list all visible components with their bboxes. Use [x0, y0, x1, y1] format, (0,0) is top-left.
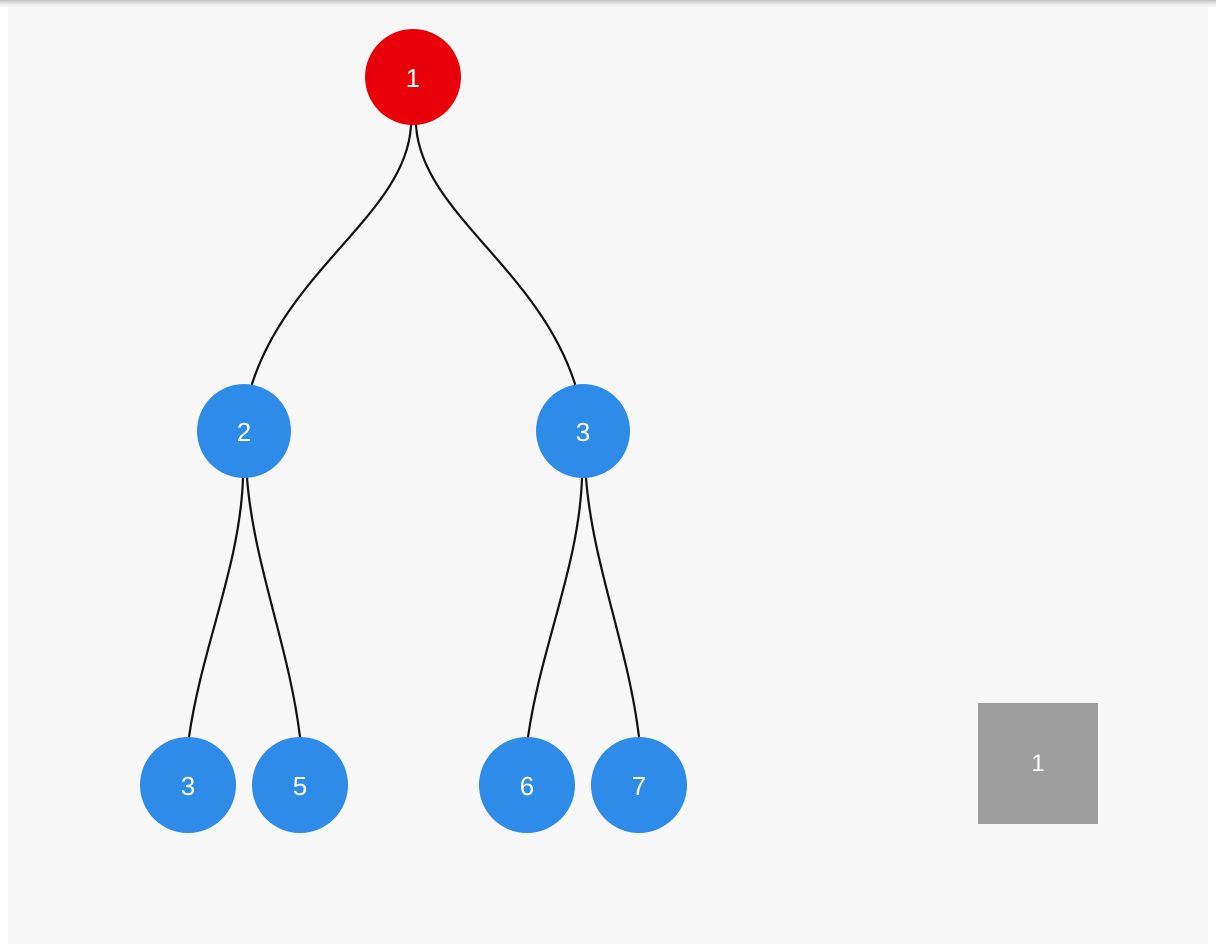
tree-node[interactable]: 3: [536, 384, 630, 478]
tree-edge: [245, 476, 302, 739]
top-edge-shadow: [0, 0, 1216, 7]
tree-node-circle[interactable]: [591, 737, 687, 833]
tree-node[interactable]: 5: [252, 737, 348, 833]
tree-node[interactable]: 6: [479, 737, 575, 833]
tree-edges-layer: [187, 123, 641, 739]
aux-stack-cell-label: 1: [1031, 749, 1045, 777]
tree-edge: [187, 476, 245, 739]
tree-edge: [250, 123, 413, 386]
tree-node-circle[interactable]: [140, 737, 236, 833]
tree-node-circle[interactable]: [252, 737, 348, 833]
tree-node-circle[interactable]: [197, 384, 291, 478]
tree-node[interactable]: 7: [591, 737, 687, 833]
tree-node[interactable]: 1: [365, 29, 461, 125]
tree-edge: [414, 123, 577, 386]
tree-node[interactable]: 2: [197, 384, 291, 478]
tree-edge: [526, 476, 584, 739]
tree-edge: [584, 476, 641, 739]
aux-stack-cell[interactable]: 1: [978, 703, 1098, 824]
tree-node-circle[interactable]: [479, 737, 575, 833]
tree-node[interactable]: 3: [140, 737, 236, 833]
tree-node-circle[interactable]: [365, 29, 461, 125]
tree-node-circle[interactable]: [536, 384, 630, 478]
